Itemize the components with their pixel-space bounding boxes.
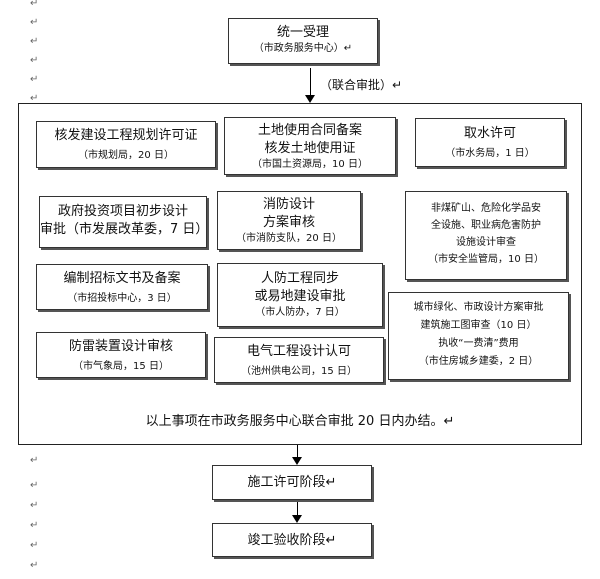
paragraph-mark: ↵ — [30, 0, 39, 9]
item-safety-review: 非煤矿山、危险化学品安 全设施、职业病危害防护 设施设计审查 （市安全监管局，1… — [405, 191, 567, 280]
item-land-use: 土地使用合同备案 核发土地使用证 （市国土资源局，10 日） — [224, 117, 396, 175]
item-sub: （市消防支队，20 日） — [236, 233, 342, 244]
item-sub: （市安全监管局，10 日） — [428, 254, 544, 265]
joint-approval-frame — [18, 103, 582, 445]
item-sub: （市人防办，7 日） — [255, 307, 345, 318]
item-tender-docs: 编制招标文书及备案 （市招投标中心，3 日） — [36, 264, 208, 310]
paragraph-mark: ↵ — [30, 74, 39, 85]
stage-title: 竣工验收阶段↵ — [247, 533, 337, 548]
paragraph-mark: ↵ — [30, 560, 39, 571]
item-title: 取水许可 — [463, 126, 516, 141]
paragraph-mark: ↵ — [30, 55, 39, 66]
arrow-down-icon — [292, 457, 302, 465]
item-title: 政府投资项目初步设计 — [57, 204, 188, 219]
item-sub: （市住房城乡建委，2 日） — [418, 356, 539, 367]
joint-approval-label: （联合审批）↵ — [320, 78, 403, 92]
item-fire-design: 消防设计 方案审核 （市消防支队，20 日） — [217, 191, 361, 250]
arrow-down-icon — [305, 95, 315, 103]
item-greening-design: 城市绿化、市政设计方案审批 建筑施工图审查（10 日） 执收“一费清”费用 （市… — [388, 292, 569, 380]
item-title: 编制招标文书及备案 — [63, 271, 181, 286]
item-title: 核发建设工程规划许可证 — [54, 128, 198, 143]
paragraph-mark: ↵ — [30, 480, 39, 491]
arrow-shaft-3 — [297, 502, 298, 516]
item-title: 方案审核 — [262, 215, 315, 230]
stage-title: 施工许可阶段↵ — [247, 475, 337, 490]
arrow-shaft-2 — [297, 445, 298, 458]
paragraph-mark: ↵ — [30, 455, 39, 466]
summary-text: 以上事项在市政务服务中心联合审批 20 日内办结。↵ — [145, 414, 455, 429]
item-title: 防雷装置设计审核 — [68, 339, 173, 354]
item-title: 土地使用合同备案 — [257, 123, 362, 138]
item-title: 执收“一费清”费用 — [438, 338, 519, 349]
item-sub: （市国土资源局，10 日） — [252, 159, 368, 170]
unified-acceptance-sub: （市政务服务中心）↵ — [253, 43, 353, 54]
item-title: 城市绿化、市政设计方案审批 — [413, 302, 544, 313]
paragraph-mark: ↵ — [30, 520, 39, 531]
construction-permit-stage: 施工许可阶段↵ — [212, 465, 372, 500]
item-electrical: 电气工程设计认可 （池州供电公司，15 日） — [214, 337, 384, 383]
item-water-permit: 取水许可 （市水务局，1 日） — [415, 118, 565, 167]
item-title: 非煤矿山、危险化学品安 — [431, 203, 541, 214]
item-sub: （市招投标中心，3 日） — [67, 293, 177, 304]
item-title: 核发土地使用证 — [264, 141, 356, 156]
item-sub: （市水务局，1 日） — [445, 148, 535, 159]
paragraph-mark: ↵ — [30, 93, 39, 104]
item-planning-permit: 核发建设工程规划许可证 （市规划局，20 日） — [36, 121, 216, 168]
item-sub: （市规划局，20 日） — [78, 150, 174, 161]
paragraph-mark: ↵ — [30, 500, 39, 511]
completion-acceptance-stage: 竣工验收阶段↵ — [212, 523, 372, 557]
item-sub: （池州供电公司，15 日） — [241, 366, 357, 377]
item-lightning: 防雷装置设计审核 （市气象局，15 日） — [36, 332, 206, 378]
item-title: 设施设计审查 — [456, 237, 516, 248]
unified-acceptance-box: 统一受理 （市政务服务中心）↵ — [228, 18, 378, 64]
arrow-down-icon — [292, 515, 302, 523]
item-title: 电气工程设计认可 — [246, 344, 351, 359]
item-title: 人防工程同步 — [260, 271, 339, 286]
item-title: 审批（市发展改革委，7 日） — [40, 222, 209, 237]
paragraph-mark: ↵ — [30, 36, 39, 47]
item-title: 或易地建设审批 — [254, 289, 346, 304]
unified-acceptance-title: 统一受理 — [276, 25, 329, 40]
item-sub: （市气象局，15 日） — [73, 361, 169, 372]
item-title: 消防设计 — [262, 197, 315, 212]
paragraph-mark: ↵ — [30, 17, 39, 28]
item-title: 建筑施工图审查（10 日） — [420, 320, 537, 331]
arrow-shaft-1 — [310, 68, 311, 96]
item-civil-defense: 人防工程同步 或易地建设审批 （市人防办，7 日） — [217, 263, 383, 327]
item-govt-investment: 政府投资项目初步设计 审批（市发展改革委，7 日） — [39, 196, 209, 248]
item-title: 全设施、职业病危害防护 — [431, 220, 541, 231]
paragraph-mark: ↵ — [30, 540, 39, 551]
